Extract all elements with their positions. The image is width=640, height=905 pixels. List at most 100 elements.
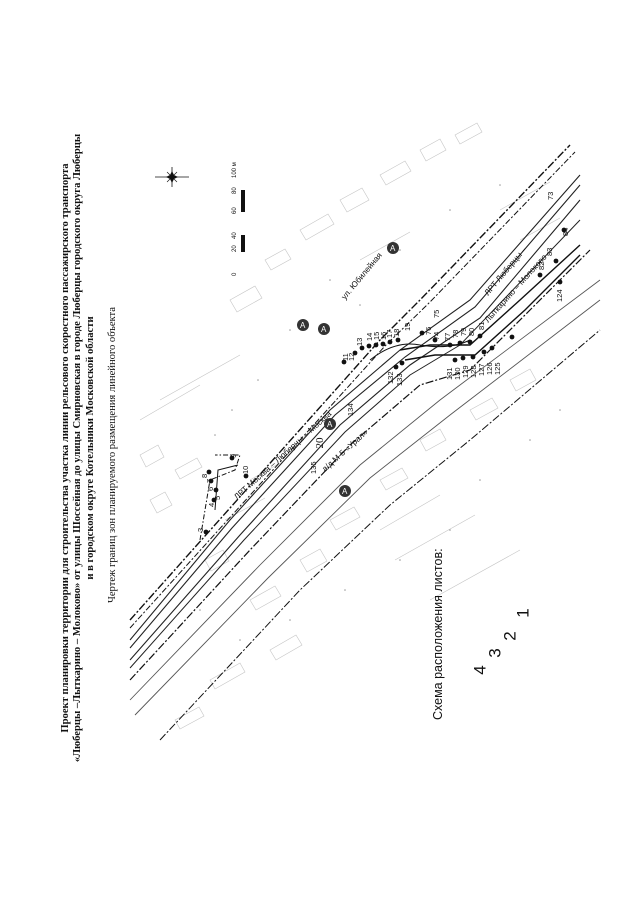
point-label: 6 [206, 487, 215, 491]
scale-tick-label: 60 [232, 207, 238, 214]
point-label: 129 [461, 365, 470, 378]
scale-segment [241, 235, 245, 252]
highway-m5-edge-2 [134, 299, 601, 716]
survey-point [203, 529, 209, 535]
survey-point [243, 473, 249, 479]
survey-point [393, 364, 399, 370]
rail-track-2 [129, 184, 581, 649]
point-label: 9 [229, 454, 238, 458]
scale-tick-label: 100 м [232, 162, 238, 178]
rail-track-4 [129, 219, 581, 669]
bus-stop-icon: А [297, 319, 309, 331]
point-label: 17 [385, 330, 394, 338]
point-label: 134 [346, 403, 355, 416]
svg-text:А: А [321, 325, 327, 334]
survey-point [399, 360, 405, 366]
survey-point [432, 337, 438, 343]
south-boundary [159, 329, 601, 741]
survey-point [213, 487, 219, 493]
survey-point [509, 334, 515, 340]
scale-tick-label: 0 [232, 272, 238, 276]
feeder-boundary-2 [214, 464, 239, 511]
rail-corridor [129, 144, 601, 741]
highway-m5-edge-1 [129, 279, 601, 701]
point-label: 80 [467, 328, 476, 336]
point-label: 73 [546, 192, 555, 200]
svg-text:А: А [300, 321, 306, 330]
survey-point [553, 258, 559, 264]
survey-point [537, 272, 543, 278]
survey-point [395, 337, 401, 343]
point-label: 4 [207, 503, 216, 507]
point-label: 12 [347, 353, 356, 361]
point-label: 130 [453, 367, 462, 380]
point-label: 132 [386, 371, 395, 384]
rail-track-3 [129, 199, 581, 661]
sheet-number-1: 1 [513, 608, 533, 618]
survey-point [387, 339, 393, 345]
survey-point [561, 227, 567, 233]
point-label: 10 [241, 466, 250, 474]
survey-point [557, 279, 563, 285]
scale-segment [241, 190, 245, 212]
sheet-scheme-title: Схема расположения листов: [431, 548, 445, 720]
corridor-boundary-north [129, 144, 571, 621]
bus-stop-markers: А А А А А [297, 242, 399, 497]
point-labels: 3 4 5 6 7 8 9 10 11 12 13 14 15 16 17 18… [196, 192, 570, 532]
background-dots [199, 184, 561, 641]
point-label: 135 [309, 461, 318, 474]
survey-point [452, 357, 458, 363]
point-label: 84 [561, 228, 570, 236]
point-label: 124 [555, 289, 564, 302]
sheet-number-3: 3 [485, 648, 505, 658]
point-label: 15 [372, 332, 381, 340]
junction-curve [369, 339, 471, 361]
scale-tick-label: 80 [232, 187, 238, 194]
point-label: 82 [537, 262, 546, 270]
survey-point [359, 345, 365, 351]
point-label: 127 [477, 363, 486, 376]
corridor-boundary-north-2 [129, 151, 576, 629]
point-label: 79 [459, 328, 468, 336]
svg-text:А: А [390, 244, 396, 253]
survey-point [229, 455, 235, 461]
point-label: 11 [341, 353, 350, 361]
light-rail-branch-2 [404, 254, 581, 361]
point-label: 126 [485, 362, 494, 375]
bus-stop-icon: А [318, 323, 330, 335]
sheet-number-4: 4 [470, 665, 490, 675]
survey-point [447, 342, 453, 348]
point-label: 81 [477, 322, 486, 330]
survey-point [352, 350, 358, 356]
scale-tick-label: 40 [232, 232, 238, 239]
survey-point [366, 343, 372, 349]
point-label: 14 [365, 333, 374, 341]
survey-point [481, 349, 487, 355]
point-label: 125 [493, 362, 502, 375]
survey-point [211, 497, 217, 503]
point-label: 77 [443, 333, 452, 341]
survey-point [206, 469, 212, 475]
corridor-boundary-south [129, 249, 591, 681]
feeder-boundary-1 [199, 454, 241, 541]
sheet-number-2: 2 [500, 631, 520, 641]
survey-point [419, 330, 425, 336]
bus-stop-icon: А [387, 242, 399, 254]
point-label: 128 [469, 365, 478, 378]
survey-point [373, 342, 379, 348]
background-terrain [139, 122, 561, 730]
point-label: 3 [196, 528, 205, 532]
point-label: 131 [445, 367, 454, 380]
survey-point [208, 478, 214, 484]
street-yubileynaya-label: ул. Юбилейная [340, 251, 384, 301]
survey-point [460, 355, 466, 361]
point-label: 75 [432, 310, 441, 318]
light-rail-branch [399, 244, 581, 351]
survey-point [470, 354, 476, 360]
bus-stop-icon: А [339, 485, 351, 497]
survey-point [489, 345, 495, 351]
survey-point [477, 333, 483, 339]
scale-bar: 0 20 40 60 80 100 м [232, 162, 245, 276]
point-label: 5 [213, 496, 222, 500]
